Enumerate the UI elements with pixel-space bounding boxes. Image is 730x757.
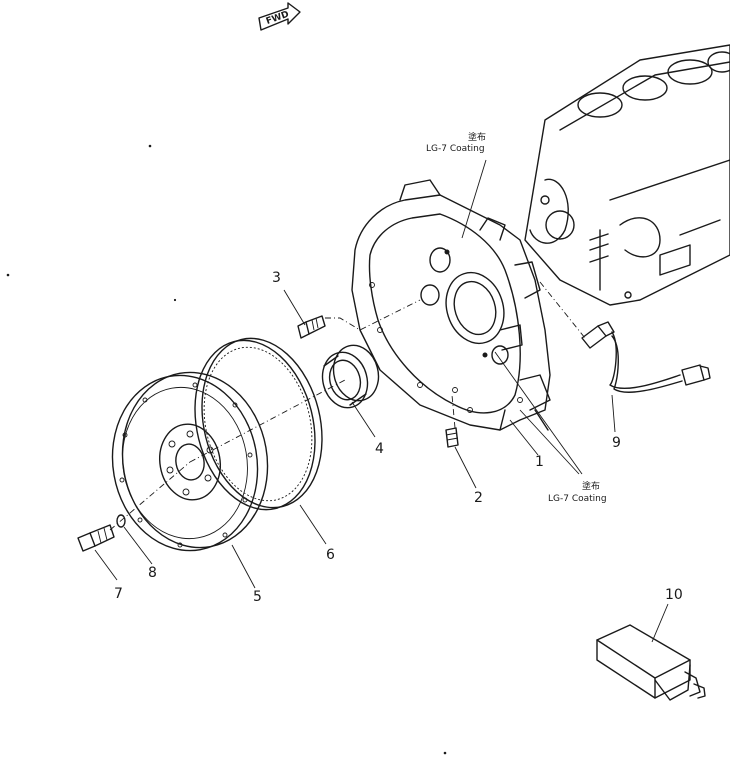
fwd-arrow: FWD: [258, 2, 301, 31]
callout-7: 7: [114, 586, 123, 602]
plug-2: [445, 427, 459, 448]
flywheel-housing: [351, 179, 551, 431]
callout-5: 5: [253, 589, 262, 605]
oil-seal: [321, 344, 380, 409]
tool-10: [596, 624, 706, 701]
callout-6: 6: [326, 547, 335, 563]
callout-9: 9: [612, 435, 621, 451]
note-bottom-jp: 塗布: [582, 480, 600, 492]
callout-2: 2: [474, 490, 483, 506]
engine-block: [524, 44, 730, 306]
callout-numbers: 1 2 3 4 5 6 7 8 9 10: [114, 270, 683, 605]
bolt-7: [77, 524, 115, 552]
callout-3: 3: [272, 270, 281, 286]
callout-4: 4: [375, 441, 384, 457]
callout-10: 10: [665, 587, 683, 603]
coating-note-top: 塗布 LG-7 Coating: [426, 131, 486, 154]
callout-8: 8: [148, 565, 157, 581]
callout-1: 1: [535, 454, 544, 470]
ring-gear: [194, 337, 323, 511]
leader-lines: [94, 159, 669, 643]
alignment-lines: [109, 281, 586, 531]
sensor-9: [581, 321, 711, 393]
coating-note-bottom: 塗布 LG-7 Coating: [548, 480, 607, 504]
bolt-3: [297, 315, 326, 339]
specks: [6, 144, 447, 755]
flywheel: [111, 371, 269, 552]
note-top-jp: 塗布: [468, 131, 486, 143]
note-top-text: LG-7 Coating: [426, 144, 485, 154]
fwd-label: FWD: [265, 10, 291, 27]
note-bottom-text: LG-7 Coating: [548, 494, 607, 504]
washer-8: [116, 514, 126, 528]
